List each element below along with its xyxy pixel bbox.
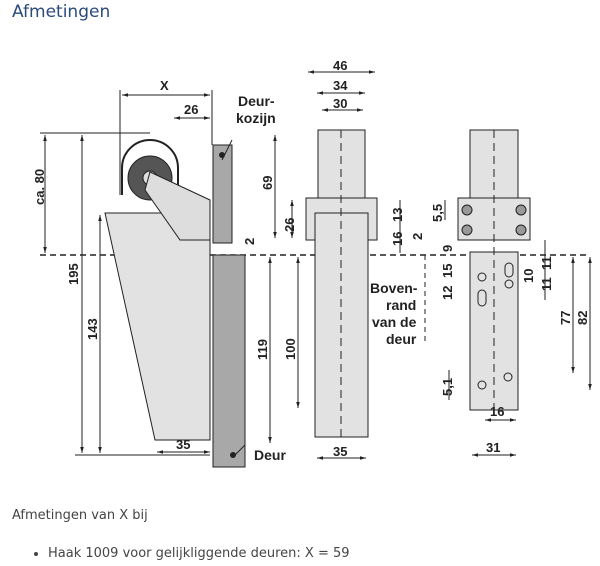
dim-12: 12 [440,286,455,300]
label-top-4: deur [386,331,417,347]
label-frame-1: Deur- [238,93,275,109]
x-values-list: Haak 1009 voor gelijkliggende deuren: X … [32,546,350,561]
dim-34: 34 [333,78,348,93]
dim-10: 10 [521,269,536,283]
dim-100: 100 [283,338,298,360]
label-top-2: rand [386,297,416,313]
list-item: Haak 1009 voor gelijkliggende deuren: X … [48,546,350,561]
dim-77: 77 [558,311,573,325]
dim-119: 119 [255,339,270,360]
dim-2: 2 [242,238,257,245]
dimension-drawing: X 26 Deur- kozijn Deur ca. 80 195 143 69… [32,58,592,468]
dim-2b: 2 [410,233,425,240]
dim-35: 35 [176,437,190,452]
door-frame [212,144,233,244]
dim-11b: 11 [539,277,554,291]
dim-16: 16 [390,232,405,246]
label-door: Deur [254,447,286,463]
dim-16b: 16 [490,404,504,419]
dim-x: X [160,78,169,93]
dim-11a: 11 [539,256,554,270]
dim-46: 46 [333,58,347,73]
dim-82: 82 [575,311,590,325]
dim-5-5: 5,5 [430,204,445,222]
dim-5-1: 5,1 [440,378,455,396]
dim-26b: 26 [282,218,297,232]
dim-69: 69 [260,176,275,190]
dim-143: 143 [85,318,100,340]
label-frame-2: kozijn [236,110,276,126]
dim-35b: 35 [333,444,347,459]
dim-26: 26 [184,102,198,117]
dim-15: 15 [440,264,455,278]
dim-ca80: ca. 80 [32,169,47,205]
dim-30: 30 [333,96,347,111]
section-title: Afmetingen [12,2,111,22]
dim-9: 9 [440,245,455,252]
dim-13: 13 [390,208,405,222]
x-intro-text: Afmetingen van X bij [12,508,148,523]
dim-195: 195 [66,263,81,285]
label-top-3: van de [372,314,417,330]
dim-31: 31 [486,440,500,455]
label-top-1: Boven- [370,280,418,296]
door [212,254,246,468]
